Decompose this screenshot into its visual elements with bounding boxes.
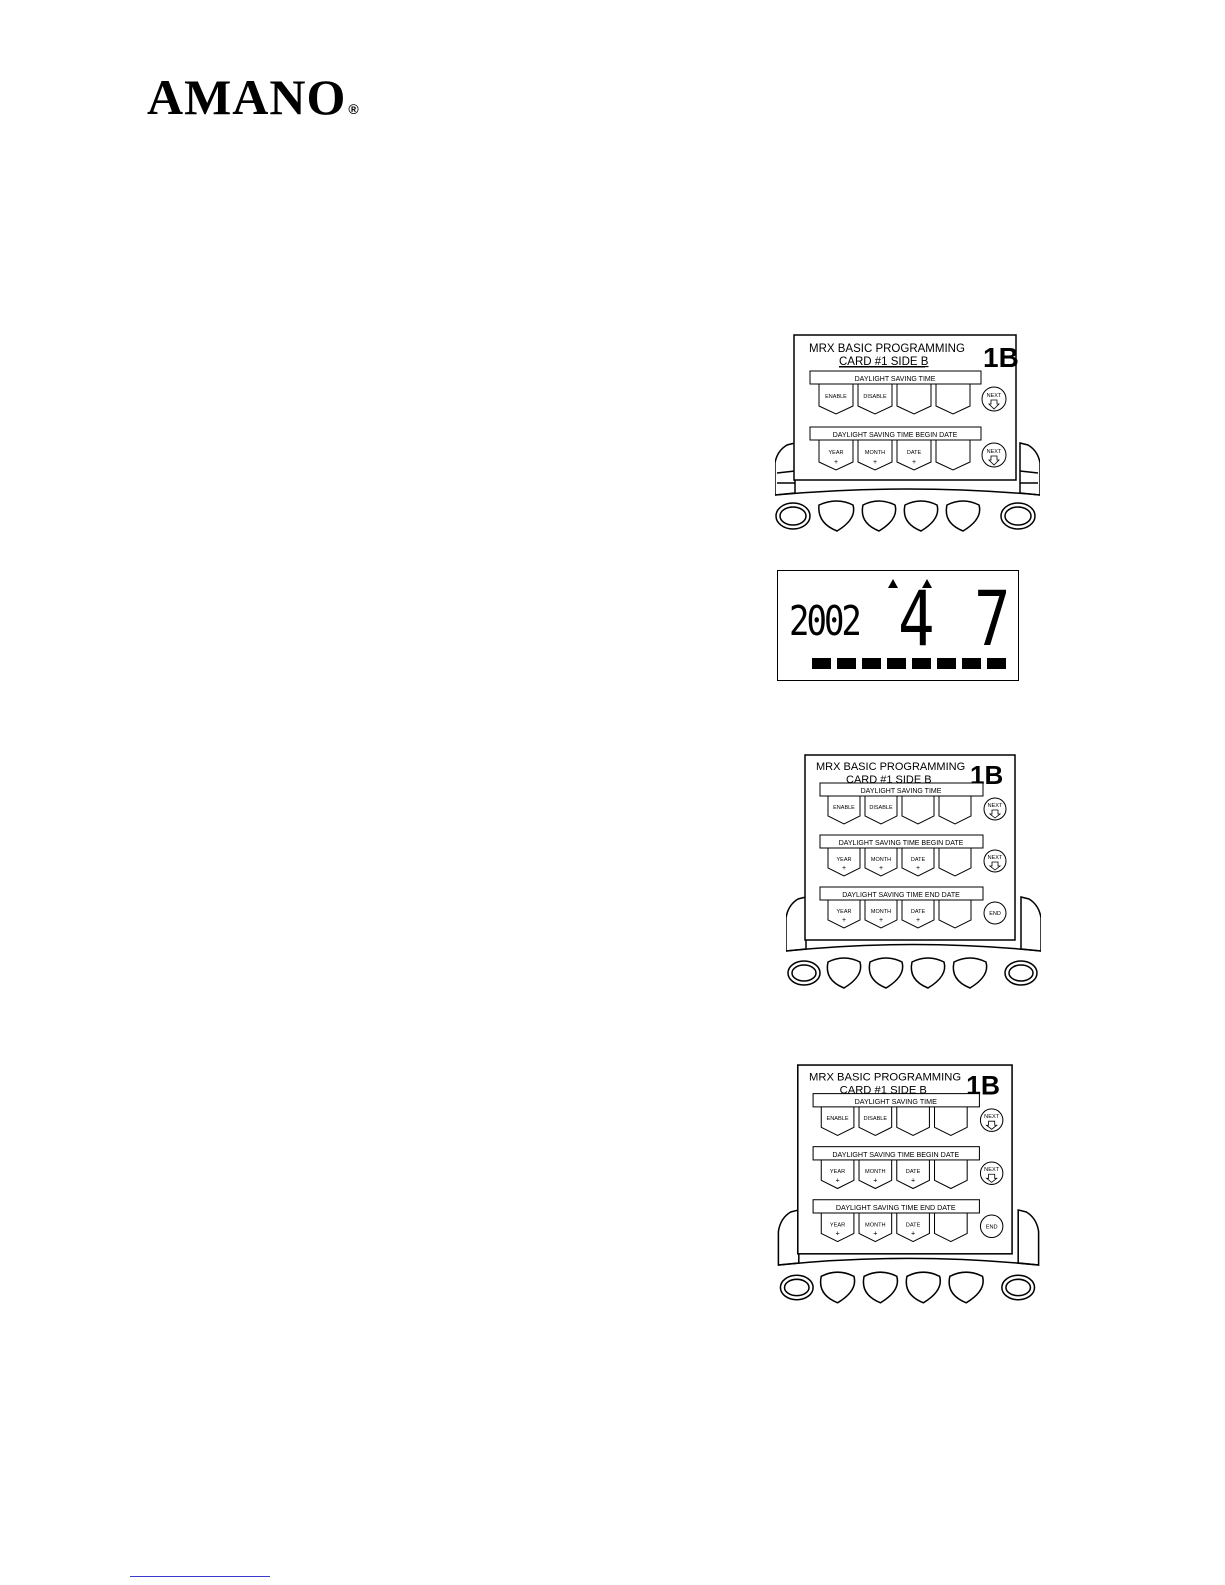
row1-header: DAYLIGHT SAVING TIME [861, 788, 942, 795]
row2-header: DAYLIGHT SAVING TIME BEGIN DATE [833, 432, 958, 439]
key-date: DATE [907, 450, 922, 456]
plus-sign: + [916, 865, 920, 872]
plus-sign: + [912, 459, 916, 466]
row2-header: DAYLIGHT SAVING TIME BEGIN DATE [832, 1151, 959, 1159]
key-month: MONTH [871, 857, 891, 863]
key-year: YEAR [837, 857, 852, 863]
lcd-month: 4 [898, 574, 935, 663]
key-month: MONTH [865, 450, 885, 456]
plus-sign: + [873, 459, 877, 466]
card-illustration-1: MRX BASIC PROGRAMMING CARD #1 SIDE B 1B … [775, 334, 1040, 532]
plus-sign: + [911, 1229, 915, 1237]
key-date: DATE [911, 909, 926, 915]
plus-sign: + [835, 1229, 839, 1237]
row1-header: DAYLIGHT SAVING TIME [855, 376, 936, 383]
key-disable: DISABLE [869, 805, 893, 811]
plus-sign: + [873, 1229, 877, 1237]
programming-card-end-date-2: MRX BASIC PROGRAMMING CARD #1 SIDE B 1B … [776, 1063, 1041, 1313]
key-date: DATE [911, 857, 926, 863]
key-disable: DISABLE [863, 1116, 887, 1122]
plus-sign: + [842, 917, 846, 924]
lcd-display: 2002 4 7 [777, 570, 1019, 681]
key-year: YEAR [837, 909, 852, 915]
key-year: YEAR [830, 1222, 845, 1228]
key-year: YEAR [829, 450, 844, 456]
clock-buttons [787, 957, 1038, 989]
clock-buttons [779, 1271, 1036, 1304]
key-enable: ENABLE [825, 394, 847, 400]
down-arrow-icon [985, 1173, 998, 1183]
key-date: DATE [906, 1169, 921, 1175]
plus-sign: + [834, 459, 838, 466]
card-illustration-2: MRX BASIC PROGRAMMING CARD #1 SIDE B 1B … [786, 754, 1041, 989]
lcd-year: 2002 [789, 598, 862, 646]
key-month: MONTH [871, 909, 891, 915]
programming-card-begin-date: MRX BASIC PROGRAMMING CARD #1 SIDE B 1B … [775, 333, 1040, 543]
next-key: NEXT [987, 449, 1002, 455]
down-arrow-icon [988, 861, 1002, 871]
footer-link-underline [130, 1576, 270, 1577]
key-month: MONTH [865, 1222, 886, 1228]
key-enable: ENABLE [827, 1116, 849, 1122]
plus-sign: + [911, 1176, 915, 1184]
logo-text: AMANO [147, 69, 347, 125]
row3-header: DAYLIGHT SAVING TIME END DATE [842, 892, 960, 899]
down-arrow-icon [988, 809, 1002, 819]
card-illustration-3: MRX BASIC PROGRAMMING CARD #1 SIDE B 1B … [777, 1064, 1040, 1304]
down-arrow-icon [988, 399, 1000, 410]
card-code: 1B [983, 342, 1019, 373]
key-disable: DISABLE [863, 394, 887, 400]
plus-sign: + [879, 865, 883, 872]
registered-mark: ® [348, 101, 360, 117]
lcd-segment-bars [812, 658, 1006, 669]
plus-sign: + [835, 1176, 839, 1184]
next-key: NEXT [988, 855, 1003, 861]
clock-buttons [775, 500, 1036, 532]
programming-card-end-date: MRX BASIC PROGRAMMING CARD #1 SIDE B 1B … [786, 753, 1041, 998]
plus-sign: + [842, 865, 846, 872]
key-date: DATE [906, 1222, 921, 1228]
end-key: END [986, 1224, 998, 1230]
plus-sign: + [916, 917, 920, 924]
next-key: NEXT [988, 803, 1003, 809]
card-subtitle: CARD #1 SIDE B [839, 356, 929, 368]
next-key: NEXT [984, 1167, 1000, 1173]
next-key: NEXT [987, 393, 1002, 399]
row1-header: DAYLIGHT SAVING TIME [855, 1098, 937, 1106]
next-key: NEXT [984, 1114, 1000, 1120]
indicator-arrow-icon [888, 579, 898, 588]
key-month: MONTH [865, 1169, 886, 1175]
card-title: MRX BASIC PROGRAMMING [816, 761, 965, 773]
card-title: MRX BASIC PROGRAMMING [809, 1071, 961, 1083]
down-arrow-icon [985, 1120, 998, 1130]
key-year: YEAR [830, 1169, 845, 1175]
key-enable: ENABLE [833, 805, 855, 811]
lcd-date: 7 [974, 574, 1011, 663]
card-title: MRX BASIC PROGRAMMING [809, 343, 965, 355]
down-arrow-icon [988, 455, 1000, 466]
indicator-arrow-icon [922, 579, 932, 588]
end-key: END [989, 911, 1001, 917]
row2-header: DAYLIGHT SAVING TIME BEGIN DATE [839, 840, 964, 847]
amano-logo: AMANO® [147, 72, 360, 122]
plus-sign: + [879, 917, 883, 924]
row3-header: DAYLIGHT SAVING TIME END DATE [836, 1204, 956, 1212]
plus-sign: + [873, 1176, 877, 1184]
